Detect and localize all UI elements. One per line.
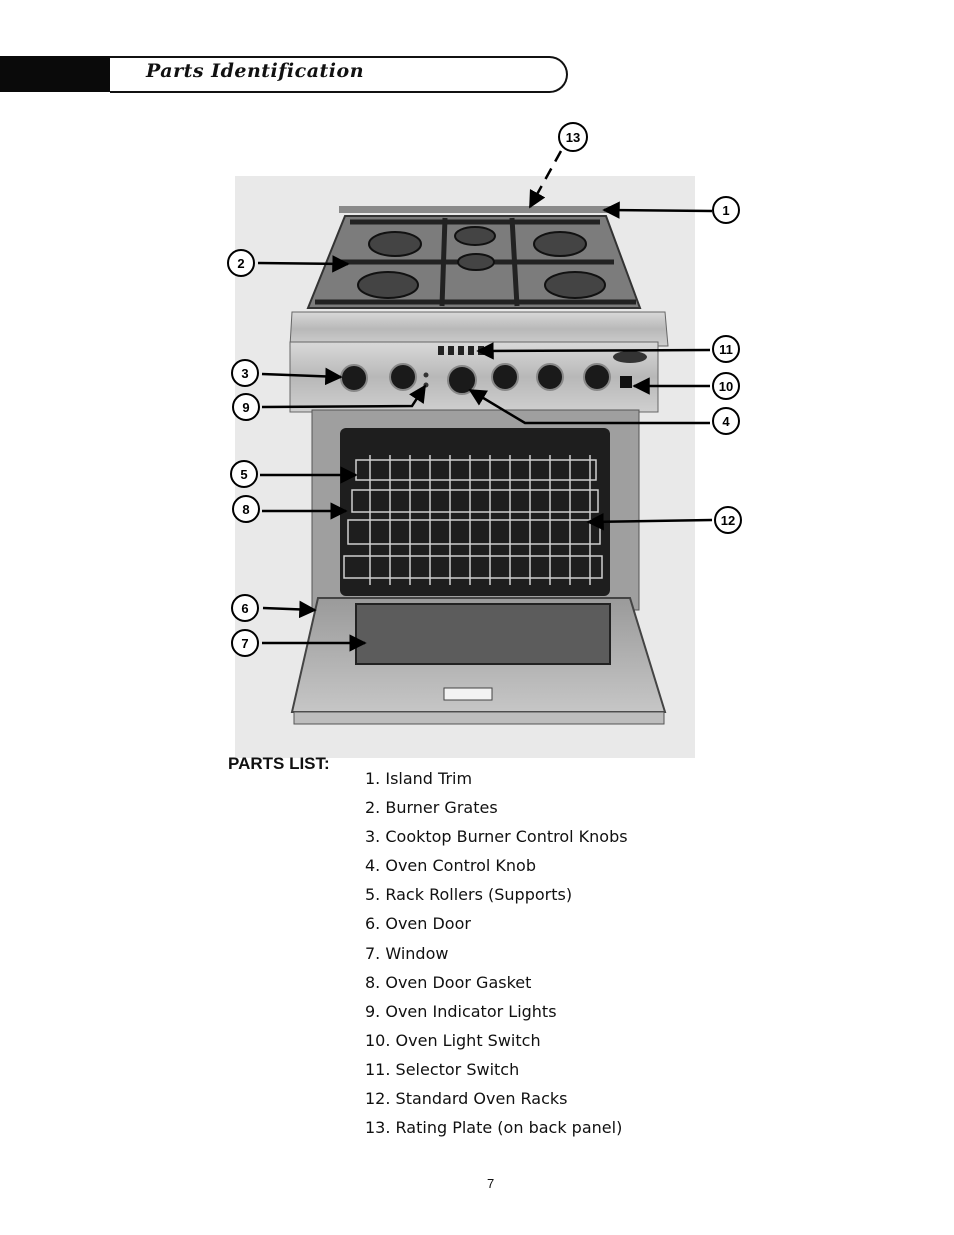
callout-13: 13 xyxy=(566,130,580,145)
leader-11 xyxy=(476,342,711,360)
parts-list-item: 8. Oven Door Gasket xyxy=(365,972,532,992)
parts-list-item: 5. Rack Rollers (Supports) xyxy=(365,885,573,905)
parts-list: 1. Island Trim 2. Burner Grates 3. Cookt… xyxy=(365,767,628,1145)
leader-13 xyxy=(528,150,563,209)
parts-list-item: 7. Window xyxy=(365,943,449,963)
callout-1: 1 xyxy=(722,203,729,218)
parts-list-item: 11. Selector Switch xyxy=(365,1059,520,1079)
parts-list-item: 6. Oven Door xyxy=(365,914,471,934)
callout-8: 8 xyxy=(242,502,249,517)
leader-6 xyxy=(262,600,317,619)
parts-list-item: 2. Burner Grates xyxy=(365,798,498,818)
parts-list-item: 4. Oven Control Knob xyxy=(365,856,536,876)
callout-4: 4 xyxy=(722,414,730,429)
parts-list-item: 3. Cooktop Burner Control Knobs xyxy=(365,827,628,847)
parts-list-item: 1. Island Trim xyxy=(365,769,473,788)
oven-door xyxy=(290,597,667,725)
callout-2: 2 xyxy=(237,256,244,271)
parts-list-item: 12. Standard Oven Racks xyxy=(365,1089,568,1109)
header-black-bar xyxy=(0,56,112,92)
leader-1 xyxy=(602,201,713,219)
callout-10: 10 xyxy=(719,379,733,394)
callout-11: 11 xyxy=(719,342,733,357)
parts-list-item: 10. Oven Light Switch xyxy=(365,1030,541,1050)
page-number: 7 xyxy=(487,1176,495,1191)
range-diagram: 1 2 3 4 5 6 7 8 9 10 11 12 13 xyxy=(227,122,742,758)
oven-cavity xyxy=(311,409,640,611)
callout-5: 5 xyxy=(240,467,247,482)
burner-grates xyxy=(306,215,642,309)
parts-list-item: 13. Rating Plate (on back panel) xyxy=(365,1118,623,1138)
oven-racks xyxy=(343,455,603,585)
page-title: Parts Identification xyxy=(146,60,365,82)
callout-12: 12 xyxy=(721,513,735,528)
callout-9: 9 xyxy=(242,400,249,415)
parts-list-item: 9. Oven Indicator Lights xyxy=(365,1001,557,1021)
leader-12 xyxy=(586,512,713,531)
oven-window xyxy=(355,603,611,665)
header-banner xyxy=(110,56,568,93)
control-panel xyxy=(289,311,669,413)
leader-2 xyxy=(257,255,350,273)
parts-list-heading: PARTS LIST: xyxy=(228,754,330,773)
control-knobs xyxy=(340,363,611,395)
oven-light-switch xyxy=(620,376,632,388)
leader-4 xyxy=(468,388,710,425)
callout-6: 6 xyxy=(241,601,248,616)
leader-9 xyxy=(261,384,427,409)
callout-3: 3 xyxy=(241,366,248,381)
island-trim xyxy=(339,206,611,213)
callout-7: 7 xyxy=(241,636,248,651)
leader-3 xyxy=(261,367,343,386)
